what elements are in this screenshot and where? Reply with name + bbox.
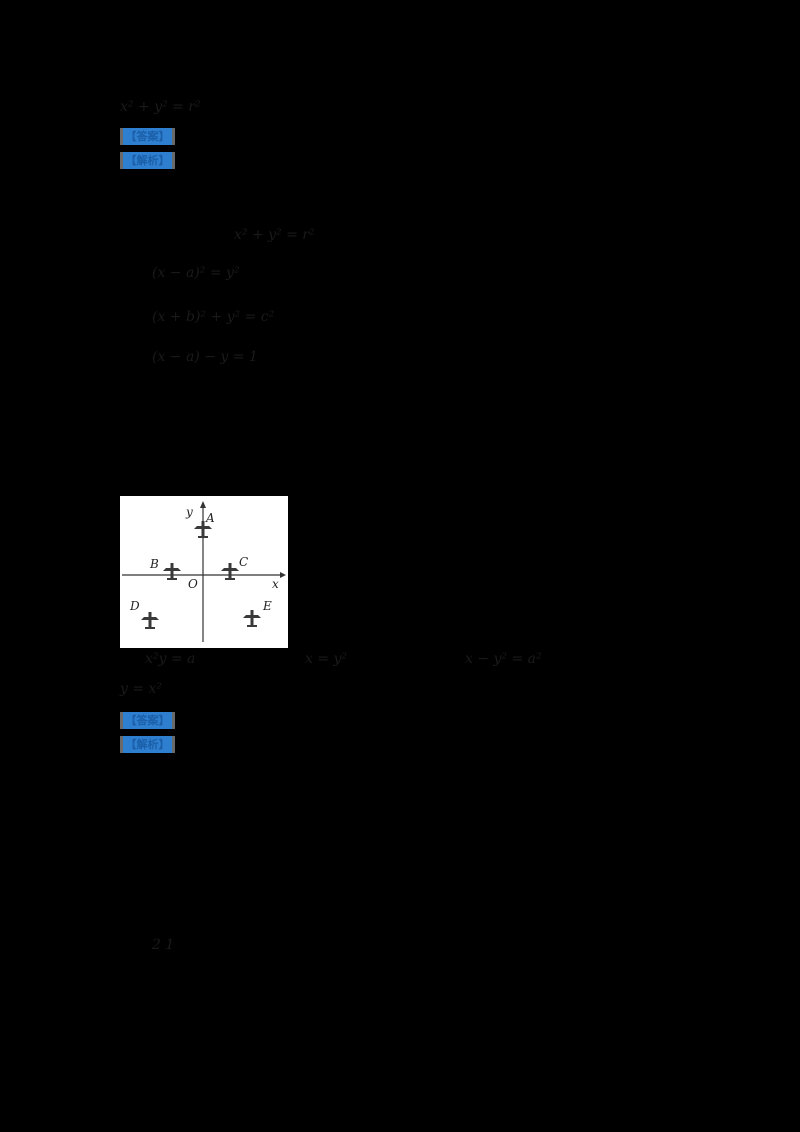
- point-label-d: D: [129, 599, 140, 613]
- answer-badge: 【答案】: [120, 712, 175, 729]
- q1-stem-formula: x² + y² = r²: [120, 99, 201, 115]
- y-axis-label: y: [185, 505, 193, 519]
- airplane-icon-b: [163, 563, 181, 580]
- point-label-b: B: [149, 557, 159, 571]
- x-axis-label: x: [272, 577, 279, 591]
- analysis-badge: 【解析】: [120, 736, 175, 753]
- q1-analysis-formula-4: (x − a) − y = 1: [152, 349, 258, 365]
- answer-badge: 【答案】: [120, 128, 175, 145]
- coordinate-plane-figure: x y O A B C D E: [120, 496, 288, 648]
- airplane-icon-c: [221, 563, 239, 580]
- q2-option-formula-1: x²y = a: [145, 651, 196, 667]
- q1-analysis-formula-1: x² + y² = r²: [234, 227, 315, 243]
- q3-fragment: 2 1: [152, 937, 175, 953]
- q1-analysis-formula-3: (x + b)² + y² = c²: [152, 309, 275, 325]
- point-label-e: E: [262, 599, 272, 613]
- q2-stem-formula: y = x²: [120, 681, 163, 697]
- q2-option-formula-3: x − y² = a²: [465, 651, 542, 667]
- q1-analysis-formula-2: (x − a)² = y²: [152, 265, 240, 281]
- point-label-a: A: [205, 511, 215, 525]
- q2-option-formula-2: x = y²: [305, 651, 348, 667]
- airplane-icon-e: [243, 610, 261, 627]
- origin-label: O: [188, 577, 198, 591]
- analysis-badge: 【解析】: [120, 152, 175, 169]
- point-label-c: C: [239, 555, 248, 569]
- airplane-icon-d: [141, 612, 159, 629]
